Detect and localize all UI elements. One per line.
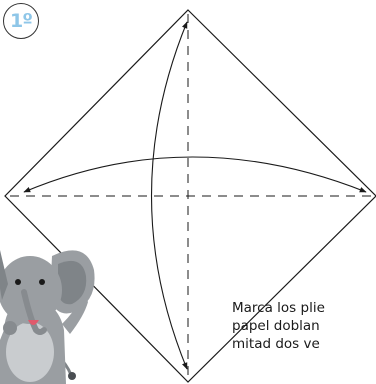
step-number: 1º [10,9,33,32]
step-badge: 1º [3,3,39,39]
elephant-mascot-icon [0,250,95,384]
instruction-line: Marca los plie [232,300,325,316]
instruction-line: papel doblan [232,318,320,334]
vertical-fold-arrow [150,21,188,370]
instruction-text: Marca los plie papel doblan mitad dos ve [232,299,376,353]
instruction-line: mitad dos ve [232,336,320,352]
horizontal-fold-arrow [23,156,367,193]
